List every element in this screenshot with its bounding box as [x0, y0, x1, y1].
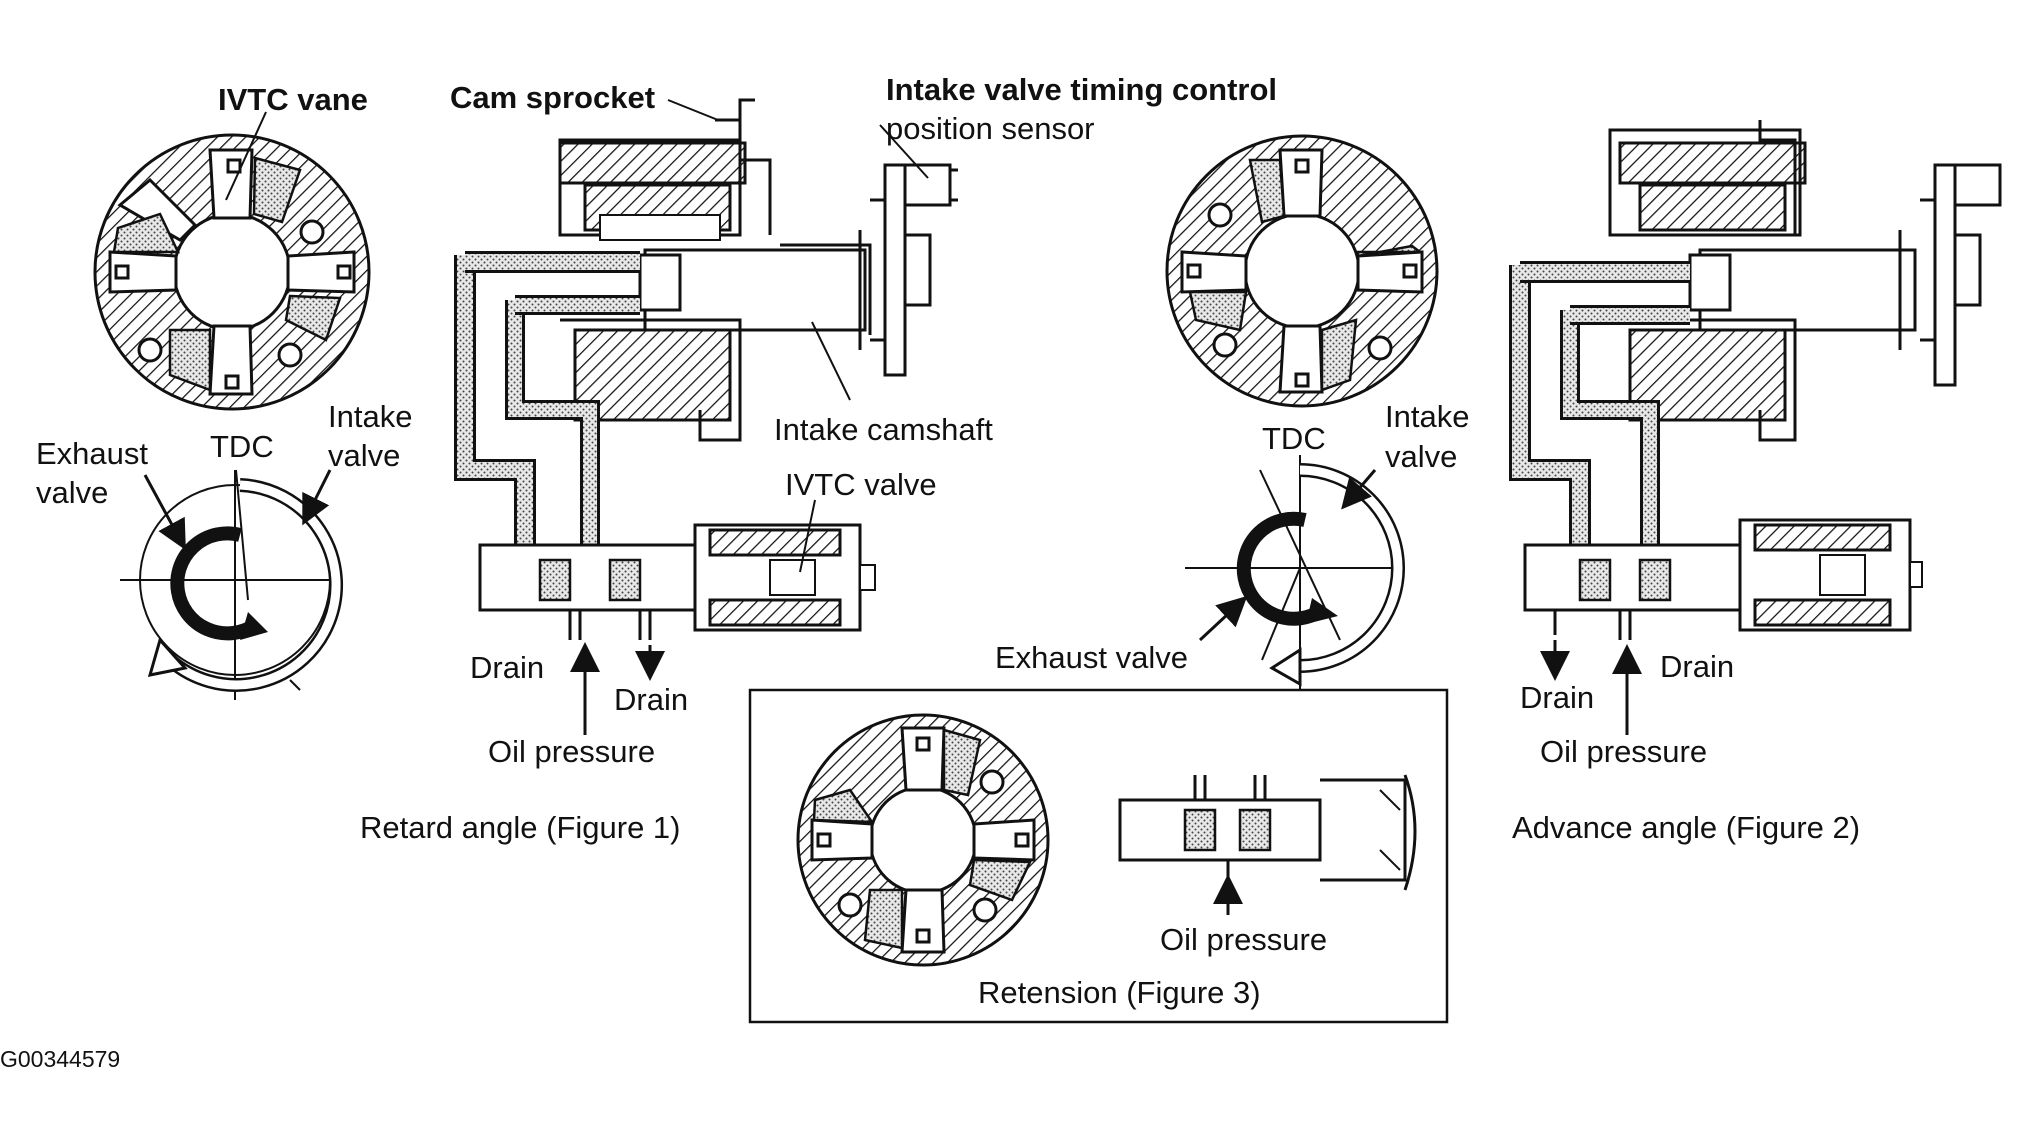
label-intake-valve-left-2: valve	[328, 438, 400, 473]
label-intake-valve-left-1: Intake	[328, 399, 412, 434]
label-intake-valve-right-2: valve	[1385, 439, 1457, 474]
label-drain-f2-b: Drain	[1660, 649, 1734, 684]
label-exhaust-valve-left-1: Exhaust	[36, 436, 148, 471]
ivtc-rotor-advance	[1165, 134, 1439, 408]
ivtc-valve-retension	[1118, 774, 1417, 915]
image-id: G00344579	[0, 1046, 120, 1072]
label-oil-pressure-f3: Oil pressure	[1160, 922, 1327, 957]
ivtc-assembly-retard	[454, 98, 958, 640]
label-oil-pressure-f2: Oil pressure	[1540, 734, 1707, 769]
label-oil-pressure-f1: Oil pressure	[488, 734, 655, 769]
label-exhaust-valve-right: Exhaust valve	[995, 640, 1188, 675]
label-ivtc-vane: IVTC vane	[218, 82, 368, 117]
ivtc-rotor-retard	[93, 133, 371, 411]
label-drain-f1-b: Drain	[614, 682, 688, 717]
label-tdc-right: TDC	[1262, 421, 1326, 456]
label-sensor-line2: position sensor	[886, 111, 1095, 146]
labels: IVTC vane Cam sprocket Intake valve timi…	[36, 72, 1734, 957]
label-intake-camshaft: Intake camshaft	[774, 412, 993, 447]
timing-dial-advance	[1185, 455, 1405, 690]
label-ivtc-valve: IVTC valve	[785, 467, 937, 502]
caption-figure3: Retension (Figure 3)	[978, 975, 1261, 1010]
ivtc-assembly-advance	[1509, 120, 2002, 735]
label-drain-f1-a: Drain	[470, 650, 544, 685]
label-sensor-line1: Intake valve timing control	[886, 72, 1277, 107]
figure1-leaders	[225, 99, 929, 735]
ivtc-rotor-retension	[796, 713, 1050, 967]
timing-dial-retard	[120, 469, 343, 700]
label-tdc-left: TDC	[210, 429, 274, 464]
caption-figure1: Retard angle (Figure 1)	[360, 810, 681, 845]
label-cam-sprocket: Cam sprocket	[450, 80, 655, 115]
caption-figure2: Advance angle (Figure 2)	[1512, 810, 1860, 845]
captions: Retard angle (Figure 1) Advance angle (F…	[0, 810, 1860, 1072]
retension-figure-box	[748, 688, 1449, 1024]
label-drain-f2-a: Drain	[1520, 680, 1594, 715]
label-exhaust-valve-left-2: valve	[36, 475, 108, 510]
label-intake-valve-right-1: Intake	[1385, 399, 1469, 434]
